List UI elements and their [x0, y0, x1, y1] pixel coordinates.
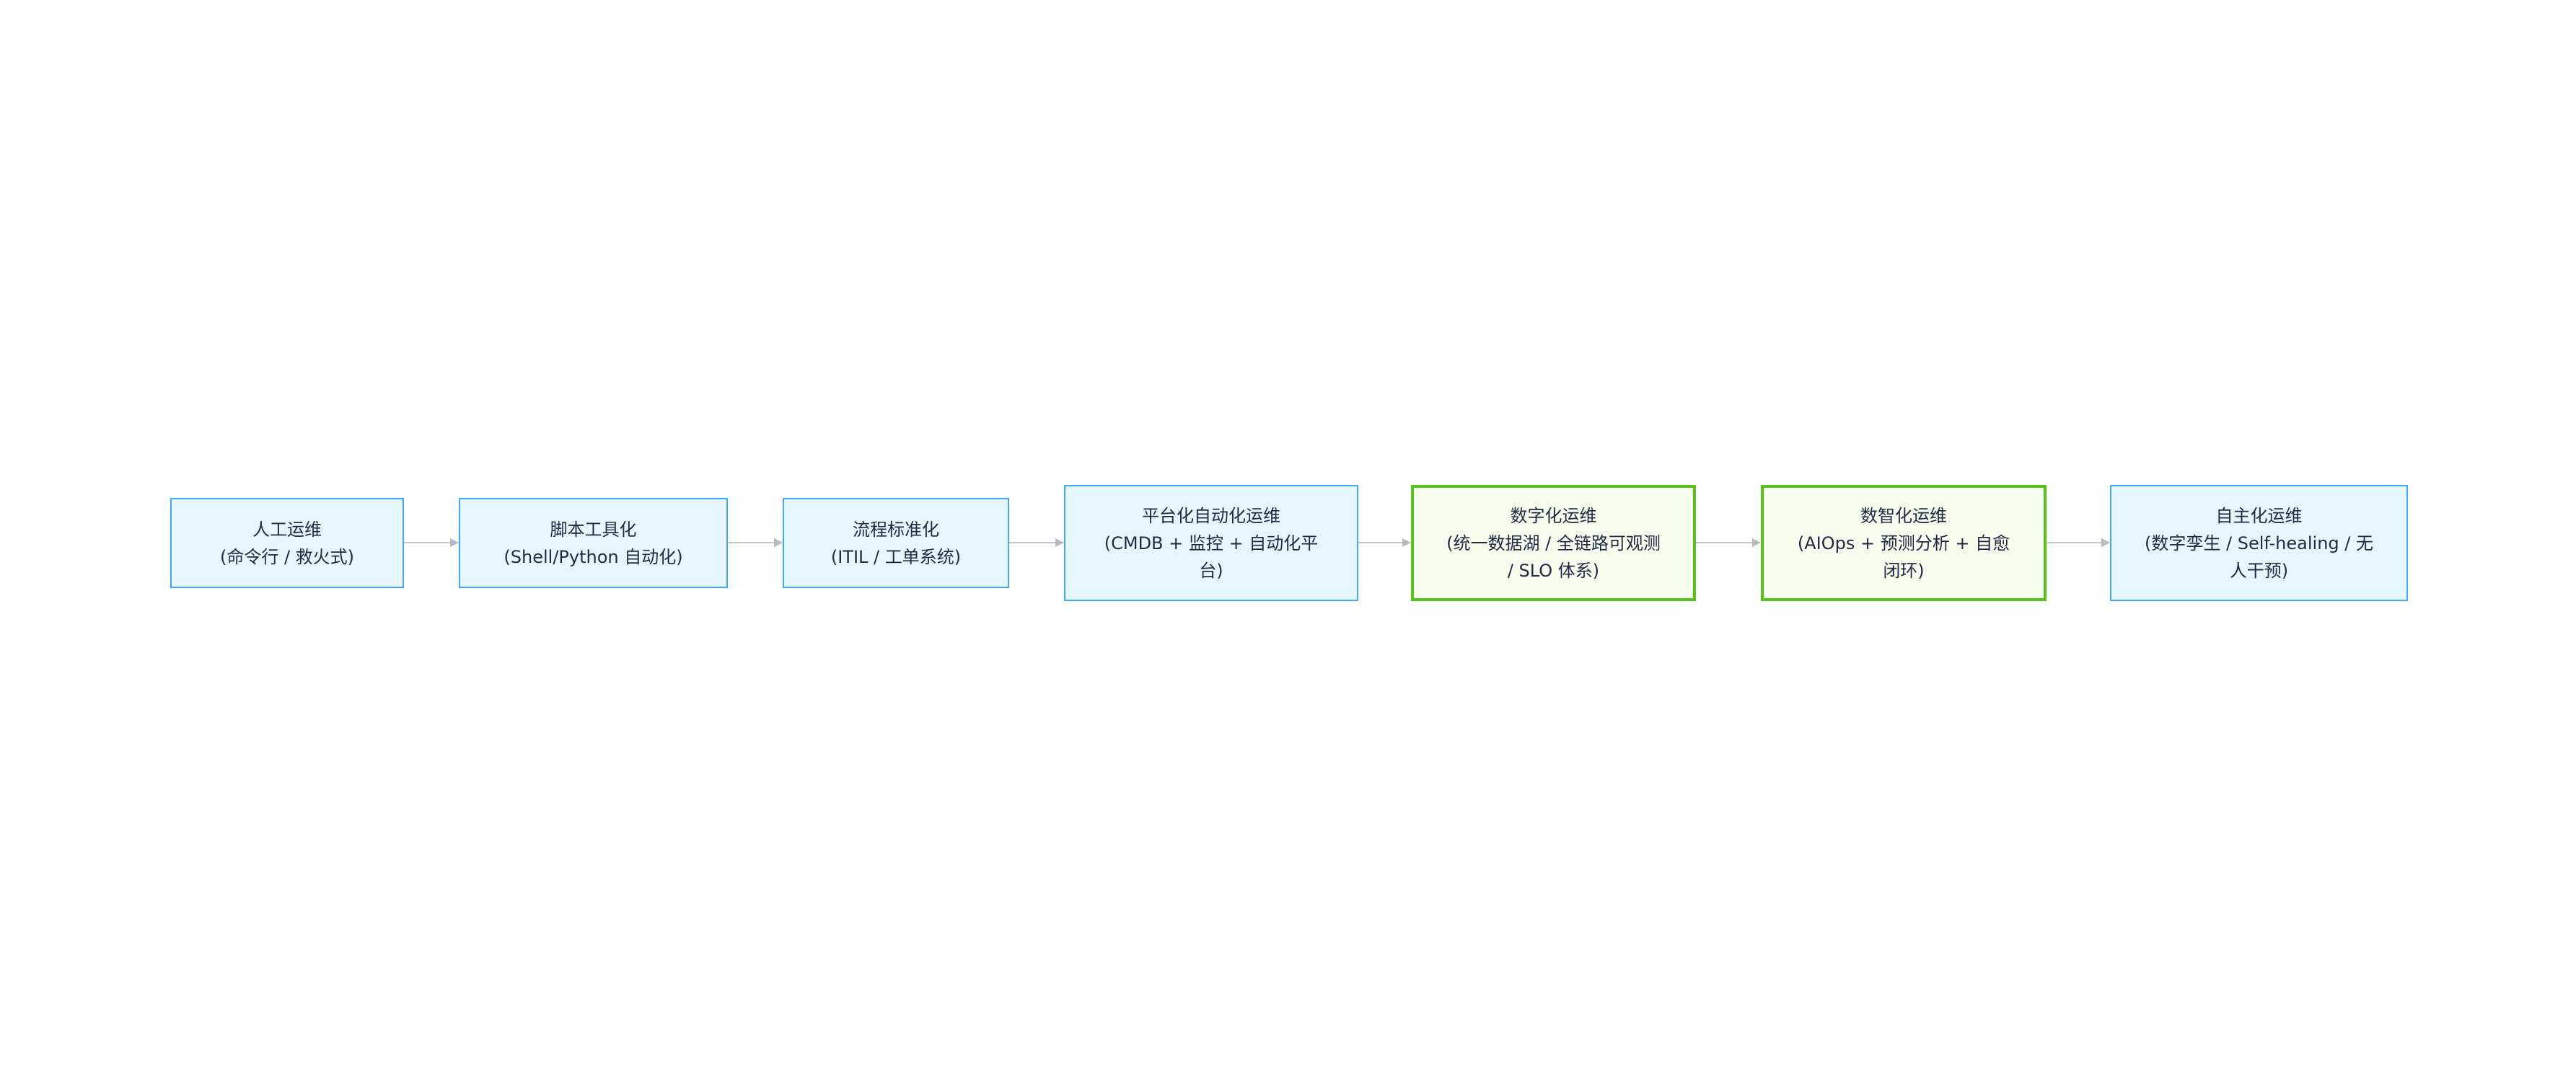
node-title: 脚本工具化: [550, 519, 637, 540]
node-detail: (统一数据湖 / 全链路可观测 / SLO 体系): [1446, 533, 1661, 581]
node-platform-automation: 平台化自动化运维 (CMDB + 监控 + 自动化平台): [1064, 485, 1358, 601]
node-intelligent-ops: 数智化运维 (AIOps + 预测分析 + 自愈闭环): [1761, 485, 2047, 601]
node-title: 流程标准化: [853, 519, 939, 540]
node-detail: (ITIL / 工单系统): [830, 546, 962, 567]
node-script-tooling: 脚本工具化 (Shell/Python 自动化): [459, 498, 728, 588]
node-detail: (CMDB + 监控 + 自动化平台): [1104, 533, 1319, 581]
node-title: 自主化运维: [2215, 505, 2303, 526]
node-manual-ops: 人工运维 (命令行 / 救火式): [170, 498, 404, 588]
node-autonomous-ops: 自主化运维 (数字孪生 / Self-healing / 无人干预): [2110, 485, 2408, 601]
node-process-standardization: 流程标准化 (ITIL / 工单系统): [783, 498, 1009, 588]
node-detail: (命令行 / 救火式): [219, 546, 355, 567]
node-title: 平台化自动化运维: [1142, 505, 1280, 526]
node-detail: (数字孪生 / Self-healing / 无人干预): [2145, 533, 2373, 581]
node-detail: (Shell/Python 自动化): [504, 546, 683, 567]
node-title: 数智化运维: [1860, 505, 1947, 526]
node-digital-ops: 数字化运维 (统一数据湖 / 全链路可观测 / SLO 体系): [1411, 485, 1696, 601]
node-title: 人工运维: [252, 519, 322, 540]
node-detail: (AIOps + 预测分析 + 自愈闭环): [1797, 533, 2010, 581]
node-title: 数字化运维: [1510, 505, 1597, 526]
